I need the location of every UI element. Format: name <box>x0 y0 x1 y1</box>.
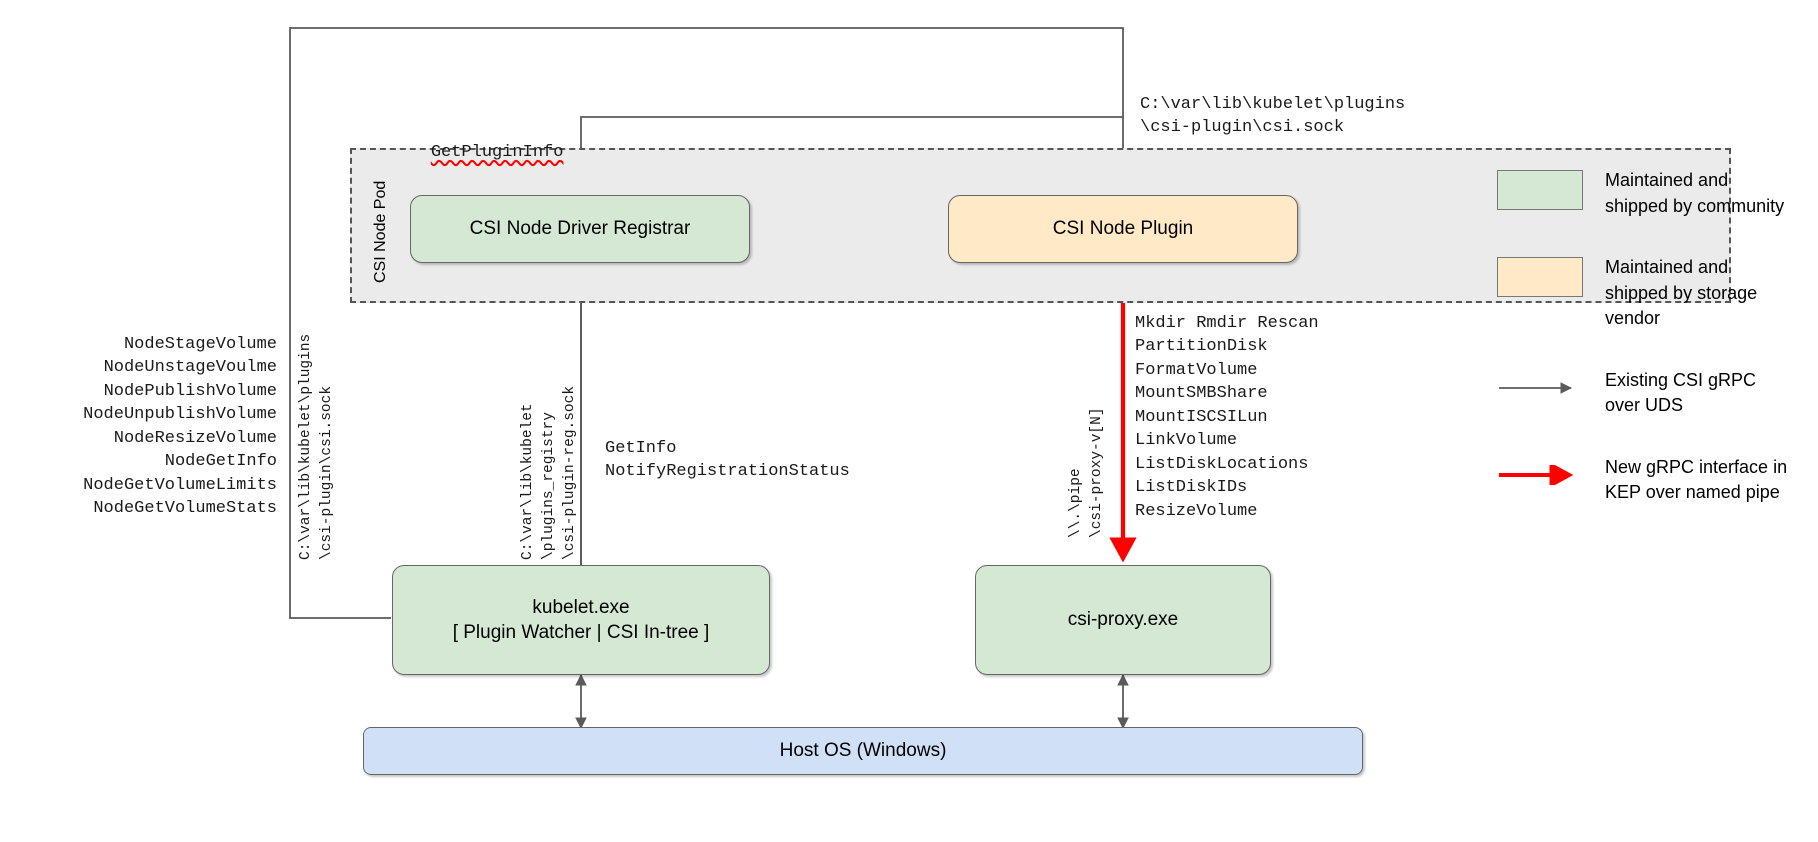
legend-item-community: Maintained and shipped by community <box>1497 168 1807 219</box>
node-label: csi-proxy.exe <box>1067 609 1179 631</box>
node-label: CSI Node Driver Registrar <box>469 218 691 240</box>
label-named-pipe-path: \\.\pipe \csi-proxy-v[N] <box>1068 407 1106 538</box>
legend-label: New gRPC interface in KEP over named pip… <box>1605 456 1788 503</box>
arrow-red-icon <box>1499 464 1574 485</box>
legend: Maintained and shipped by community Main… <box>1497 168 1807 542</box>
label-registry-socket-path: C:\var\lib\kubelet \plugins_registry \cs… <box>520 385 579 560</box>
label-get-plugin-info: GetPluginInfo <box>390 118 564 188</box>
csi-node-pod-label: CSI Node Pod <box>372 180 389 283</box>
label-plugin-socket-path: C:\var\lib\kubelet\plugins \csi-plugin\c… <box>1140 95 1406 138</box>
legend-item-new-grpc-kep: New gRPC interface in KEP over named pip… <box>1497 455 1807 506</box>
legend-swatch-cream <box>1497 257 1583 298</box>
legend-item-existing-csi-grpc: Existing CSI gRPC over UDS <box>1497 368 1807 419</box>
node-kubelet-exe[interactable]: kubelet.exe [ Plugin Watcher | CSI In-tr… <box>392 565 770 675</box>
node-label: CSI Node Plugin <box>1052 218 1194 240</box>
legend-label: Existing CSI gRPC over UDS <box>1605 369 1757 416</box>
legend-swatch-green <box>1497 170 1583 210</box>
node-csi-node-driver-registrar[interactable]: CSI Node Driver Registrar <box>410 195 750 263</box>
node-csi-proxy-exe[interactable]: csi-proxy.exe <box>975 565 1271 675</box>
wire-kubelet-to-node-plugin <box>289 27 1129 619</box>
label-left-socket-path: C:\var\lib\kubelet\plugins \csi-plugin\c… <box>298 333 336 560</box>
kubelet-subtitle: [ Plugin Watcher | CSI In-tree ] <box>452 622 710 643</box>
label-csi-node-rpc-list: NodeStageVolume NodeUnstageVoulme NodePu… <box>83 335 277 519</box>
legend-arrow-red-cell <box>1497 455 1583 495</box>
node-csi-node-plugin[interactable]: CSI Node Plugin <box>948 195 1298 263</box>
label-registration-rpcs: GetInfo NotifyRegistrationStatus <box>605 439 850 482</box>
node-label: Host OS (Windows) <box>779 740 947 762</box>
legend-arrow-gray-cell <box>1497 368 1583 408</box>
legend-label: Maintained and shipped by community <box>1605 170 1785 216</box>
kubelet-title: kubelet.exe <box>532 596 630 618</box>
legend-label: Maintained and shipped by storage vendor <box>1605 257 1758 329</box>
legend-item-storage-vendor: Maintained and shipped by storage vendor <box>1497 255 1807 332</box>
arrow-gray-icon <box>1499 381 1573 394</box>
get-plugin-info-text: GetPluginInfo <box>430 143 564 163</box>
label-csi-proxy-api-list: Mkdir Rmdir Rescan PartitionDisk FormatV… <box>1135 314 1319 521</box>
node-host-os[interactable]: Host OS (Windows) <box>363 727 1363 775</box>
